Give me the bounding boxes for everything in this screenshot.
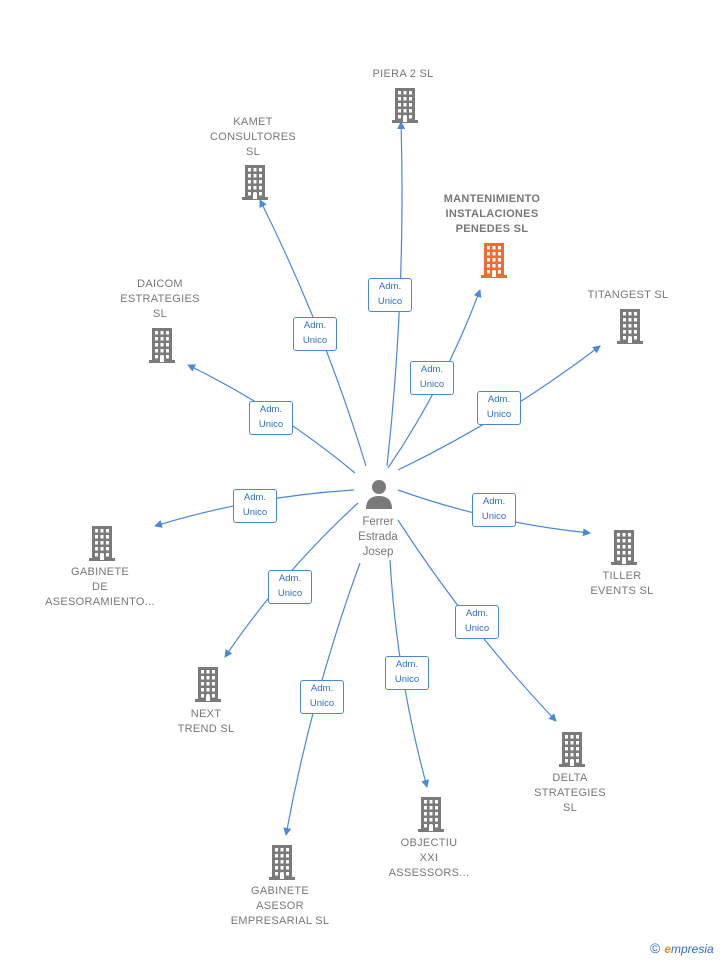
company-name[interactable]: KAMET CONSULTORES SL: [209, 116, 297, 158]
company-name[interactable]: TILLER EVENTS SL: [590, 570, 654, 597]
relation-badge-objectiu[interactable]: Adm. Unico: [385, 656, 429, 690]
building-icon-daicom[interactable]: [146, 326, 178, 364]
company-node-mantenimiento[interactable]: MANTENIMIENTO INSTALACIONES PENEDES SL: [417, 192, 567, 237]
company-name[interactable]: PIERA 2 SL: [372, 68, 434, 80]
company-node-titangest[interactable]: TITANGEST SL: [553, 288, 703, 303]
company-node-delta[interactable]: DELTA STRATEGIES SL: [495, 771, 645, 816]
company-name[interactable]: TITANGEST SL: [587, 289, 669, 301]
company-node-gabinete-asesor[interactable]: GABINETE ASESOR EMPRESARIAL SL: [205, 884, 355, 929]
building-icon-gabinete-asesor[interactable]: [266, 843, 298, 881]
relation-badge-gabinete-de[interactable]: Adm. Unico: [233, 489, 277, 523]
relation-badge-delta[interactable]: Adm. Unico: [455, 605, 499, 639]
building-icon-gabinete-de[interactable]: [86, 524, 118, 562]
person-name[interactable]: Ferrer Estrada Josep: [358, 516, 398, 558]
company-name[interactable]: DELTA STRATEGIES SL: [534, 772, 606, 814]
person-icon[interactable]: [364, 478, 394, 510]
brand-logo-text: mpresia: [671, 942, 714, 956]
relation-badge-mantenimiento[interactable]: Adm. Unico: [410, 361, 454, 395]
building-icon-next[interactable]: [192, 665, 224, 703]
company-name[interactable]: GABINETE DE ASESORAMIENTO...: [45, 566, 155, 608]
company-name[interactable]: NEXT TREND SL: [177, 708, 235, 735]
building-icon-delta[interactable]: [556, 730, 588, 768]
company-node-kamet[interactable]: KAMET CONSULTORES SL: [178, 115, 328, 160]
building-icon-objectiu[interactable]: [415, 795, 447, 833]
brand-logo-initial: e: [664, 942, 672, 956]
company-node-gabinete-de[interactable]: GABINETE DE ASESORAMIENTO...: [25, 565, 175, 610]
building-icon-mantenimiento[interactable]: [478, 241, 510, 279]
building-icon-piera[interactable]: [389, 86, 421, 124]
company-node-piera[interactable]: PIERA 2 SL: [328, 67, 478, 82]
company-node-tiller[interactable]: TILLER EVENTS SL: [547, 569, 697, 599]
relation-badge-gabinete-asesor[interactable]: Adm. Unico: [300, 680, 344, 714]
building-icon-kamet[interactable]: [239, 163, 271, 201]
company-name[interactable]: DAICOM ESTRATEGIES SL: [120, 278, 200, 320]
company-node-next[interactable]: NEXT TREND SL: [131, 707, 281, 737]
relation-badge-daicom[interactable]: Adm. Unico: [249, 401, 293, 435]
relation-badge-next[interactable]: Adm. Unico: [268, 570, 312, 604]
company-name[interactable]: OBJECTIU XXI ASSESSORS...: [388, 837, 470, 879]
company-name[interactable]: GABINETE ASESOR EMPRESARIAL SL: [230, 885, 330, 927]
copyright-icon: ©: [650, 940, 661, 956]
relation-badge-titangest[interactable]: Adm. Unico: [477, 391, 521, 425]
company-node-objectiu[interactable]: OBJECTIU XXI ASSESSORS...: [354, 836, 504, 881]
relation-badge-tiller[interactable]: Adm. Unico: [472, 493, 516, 527]
footer-brand: ©empresia: [650, 940, 714, 956]
company-node-daicom[interactable]: DAICOM ESTRATEGIES SL: [85, 277, 235, 322]
building-icon-titangest[interactable]: [614, 307, 646, 345]
company-name[interactable]: MANTENIMIENTO INSTALACIONES PENEDES SL: [443, 193, 541, 235]
relation-badge-piera[interactable]: Adm. Unico: [368, 278, 412, 312]
relation-badge-kamet[interactable]: Adm. Unico: [293, 317, 337, 351]
building-icon-tiller[interactable]: [608, 528, 640, 566]
